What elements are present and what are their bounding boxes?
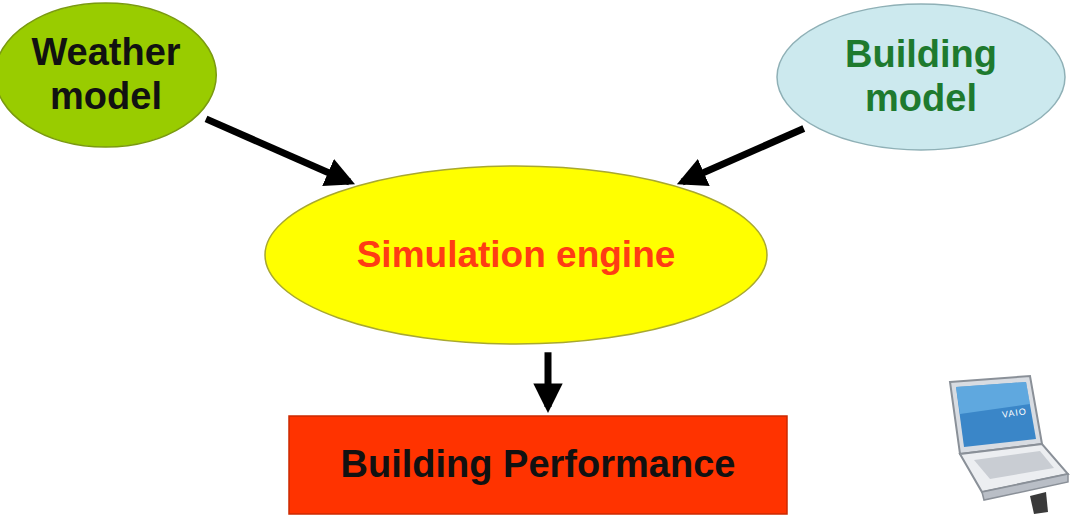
node-label: Simulation engine [357, 234, 676, 277]
node-label: Weather model [16, 31, 196, 118]
performance-box: Building Performance [288, 415, 788, 515]
weather-ellipse: Weather model [0, 2, 218, 148]
flow-arrow [545, 352, 552, 407]
flow-arrow [206, 119, 350, 182]
node-label: Building model [816, 33, 1026, 120]
flow-arrow [682, 129, 804, 182]
building-ellipse: Building model [776, 3, 1066, 151]
engine-ellipse: Simulation engine [264, 165, 768, 345]
node-label: Building Performance [341, 443, 736, 487]
laptop-illustration [930, 374, 1072, 516]
